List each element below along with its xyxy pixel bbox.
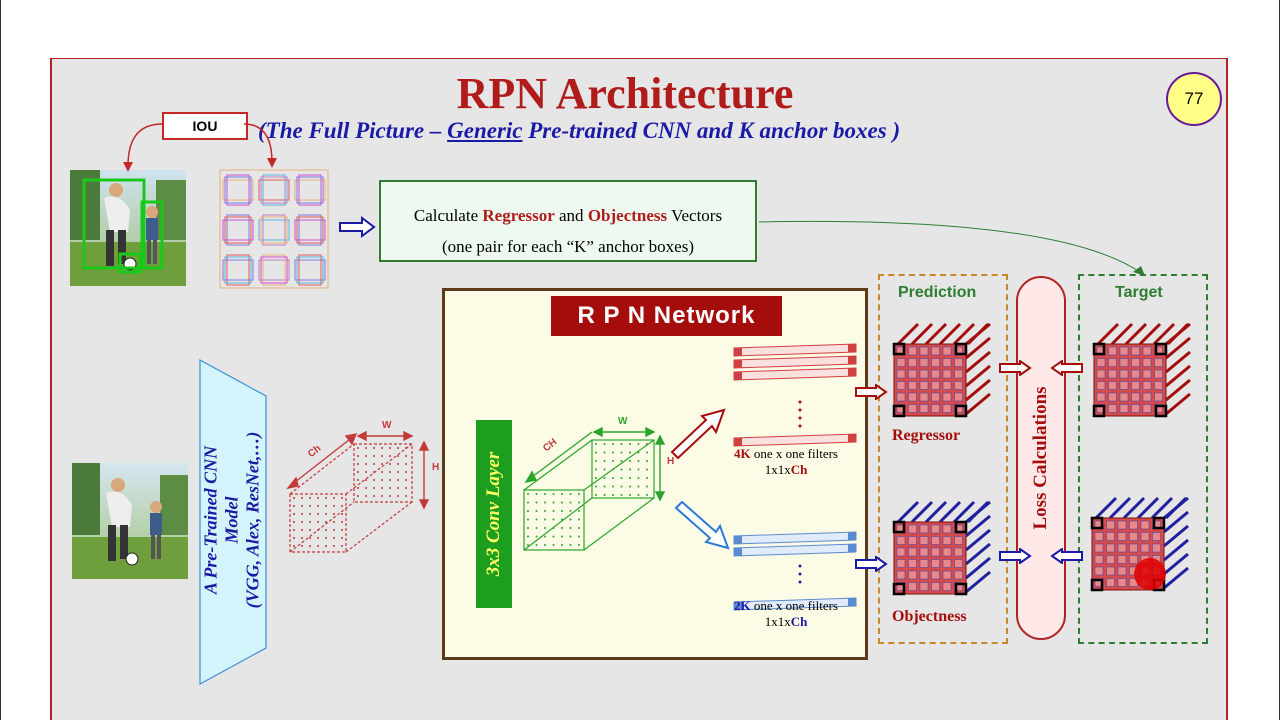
- conv-layer-label: 3x3 Conv Layer: [483, 451, 504, 577]
- prediction-regressor-cube: [892, 322, 991, 418]
- cnn-model-block: [199, 358, 267, 686]
- feature-map-cube: [286, 430, 430, 553]
- conv-output-cube: [523, 426, 666, 551]
- target-box: [1078, 274, 1208, 644]
- regressor-filter-count: 4K: [734, 446, 751, 461]
- calculate-vectors-box: Calculate Regressor and Objectness Vecto…: [379, 180, 757, 262]
- loss-calculations-label: Loss Calculations: [1030, 386, 1051, 530]
- fm-w-label: W: [382, 420, 392, 431]
- arrow-to-objectness-filters-icon: [674, 500, 730, 550]
- target-header: Target: [1115, 284, 1163, 301]
- anchor-boxes-grid: [218, 168, 330, 290]
- arrow-target-regressor-to-loss-icon: [1050, 360, 1083, 376]
- page-number-badge: 77: [1166, 72, 1222, 126]
- cnn-model-label: A Pre-Trained CNN Model (VGG, Alex, ResN…: [201, 432, 264, 609]
- subtitle-post: Pre-trained CNN and K anchor boxes ): [522, 118, 901, 143]
- arrow-to-regressor-filters-icon: [670, 408, 726, 460]
- arrow-filters-to-regressor-icon: [855, 384, 888, 400]
- iou-label: IOU: [162, 112, 248, 140]
- subtitle-pre: (The Full Picture –: [258, 118, 448, 143]
- fm-h-label: H: [432, 462, 440, 473]
- regressor-filters-label: 4K one x one filters 1x1xCh: [734, 446, 838, 478]
- window-edge-left: [0, 0, 1, 720]
- conv-layer-bar: [476, 420, 512, 608]
- conv-h-label: H: [667, 456, 675, 467]
- regressor-filter-dims: 1x1x: [764, 462, 791, 477]
- calc-word-calculate: Calculate: [413, 206, 479, 225]
- arrow-pred-regressor-to-loss-icon: [999, 360, 1032, 376]
- objectness-filter-ch: Ch: [790, 614, 808, 629]
- rpn-network-title: R P N Network: [551, 296, 782, 336]
- regressor-filter-text: one x one filters: [750, 446, 838, 461]
- calc-line-two: (one pair for each “K” anchor boxes): [441, 237, 695, 256]
- calc-to-target-curve: [758, 220, 1145, 276]
- arrow-to-calc-icon: [339, 216, 376, 238]
- arrow-pred-objectness-to-loss-icon: [999, 548, 1032, 564]
- objectness-filter-dims: 1x1x: [764, 614, 791, 629]
- calc-word-and: and: [559, 206, 584, 225]
- arrow-target-objectness-to-loss-icon: [1050, 548, 1083, 564]
- regressor-filters-stack: [733, 343, 857, 447]
- calc-word-objectness: Objectness: [587, 206, 668, 225]
- photo-with-boxes: [70, 170, 186, 286]
- objectness-filters-stack: [733, 531, 857, 611]
- slide-subtitle: (The Full Picture – Generic Pre-trained …: [258, 118, 900, 144]
- subtitle-generic: Generic: [447, 118, 523, 143]
- objectness-filter-count: 2K: [734, 598, 751, 613]
- cnn-line-two: Model: [221, 496, 242, 544]
- iou-curve-arrow-left: [123, 123, 163, 172]
- target-objectness-cube: [1090, 496, 1189, 592]
- loss-calculations-block: [1016, 276, 1066, 640]
- arrow-filters-to-objectness-icon: [855, 556, 888, 572]
- prediction-objectness-cube: [892, 500, 991, 596]
- regressor-label: Regressor: [892, 427, 961, 444]
- cnn-line-one: A Pre-Trained CNN: [200, 445, 221, 595]
- cnn-line-three: (VGG, Alex, ResNet,…): [242, 431, 263, 609]
- objectness-label: Objectness: [892, 608, 967, 625]
- calc-word-regressor: Regressor: [482, 206, 555, 225]
- objectness-filters-label: 2K one x one filters 1x1xCh: [734, 598, 838, 630]
- slide-title: RPN Architecture: [456, 69, 794, 118]
- conv-w-label: W: [618, 416, 628, 427]
- calc-word-vectors: Vectors: [671, 206, 723, 225]
- prediction-box: [878, 274, 1008, 644]
- objectness-filter-text: one x one filters: [750, 598, 838, 613]
- iou-curve-arrow-right: [243, 123, 277, 168]
- input-photo: [72, 463, 188, 579]
- regressor-filter-ch: Ch: [790, 462, 808, 477]
- prediction-header: Prediction: [898, 284, 977, 301]
- target-regressor-cube: [1092, 322, 1191, 418]
